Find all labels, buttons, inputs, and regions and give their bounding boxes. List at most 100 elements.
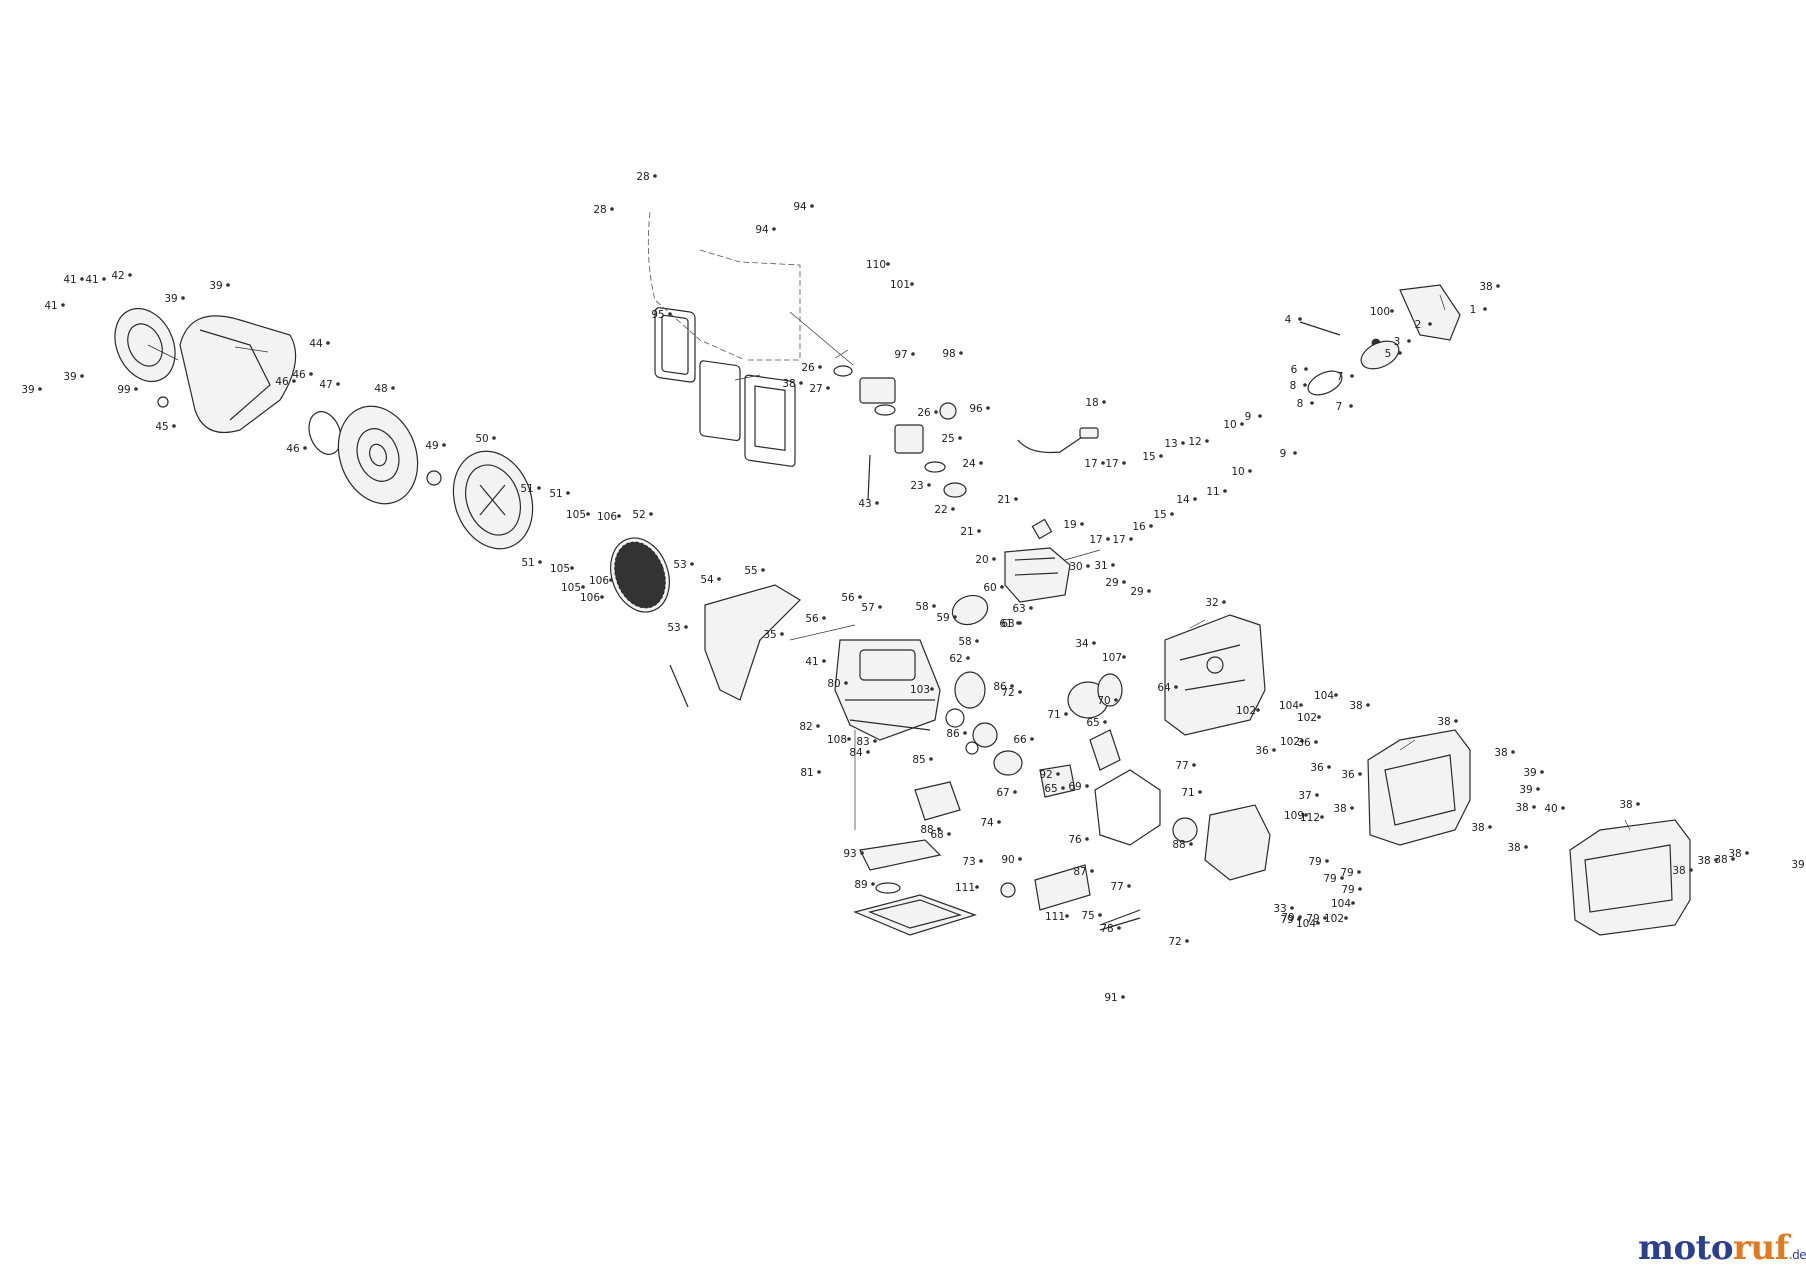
fastener-dot [581,585,585,589]
fastener-dot [1316,921,1320,925]
part-number-label: 65 [1086,717,1099,729]
part-number-label: 79 [1281,912,1294,924]
part-number-label: 69 [1068,781,1081,793]
part-number-label: 50 [475,433,488,445]
part-number-label: 51 [521,557,534,569]
part-number-label: 79 [1308,856,1321,868]
fastener-dot [1315,793,1319,797]
part-number-label: 38 [1479,281,1492,293]
fastener-dot [927,483,931,487]
fastener-dot [934,410,938,414]
fastener-dot [1174,685,1178,689]
part-number-label: 63 [1001,618,1014,630]
part-number-label: 38 [1507,842,1520,854]
fastener-dot [1065,914,1069,918]
part-number-label: 73 [962,856,975,868]
fastener-dot [1170,512,1174,516]
part-number-label: 90 [1001,854,1014,866]
fastener-dot [1018,621,1022,625]
fastener-dot [1303,383,1307,387]
part-number-label: 104 [1279,700,1299,712]
fastener-dot [1223,489,1227,493]
fastener-dot [1350,374,1354,378]
part-number-label: 41 [85,274,98,286]
part-number-label: 7 [1336,401,1343,413]
part-number-label: 100 [1370,306,1390,318]
part-number-label: 38 [1714,854,1727,866]
fastener-dot [1349,404,1353,408]
fastener-dot [1366,703,1370,707]
part-number-label: 11 [1206,486,1219,498]
part-number-label: 1 [1470,304,1477,316]
fastener-dot [1532,805,1536,809]
part-number-label: 77 [1175,760,1188,772]
part-number-label: 91 [1104,992,1117,1004]
part-number-label: 32 [1205,597,1218,609]
part-number-label: 27 [809,383,822,395]
part-number-label: 84 [849,747,863,759]
fastener-dot [442,443,446,447]
fastener-dot [538,560,542,564]
part-number-label: 103 [910,684,930,696]
fastener-dot [1454,719,1458,723]
part-number-label: 41 [63,274,76,286]
fastener-dot [492,436,496,440]
part-number-label: 39 [1791,859,1804,871]
part-number-label: 31 [1094,560,1107,572]
fastener-dot [1198,790,1202,794]
fastener-dot [617,514,621,518]
part-number-label: 96 [969,403,983,415]
part-number-label: 67 [996,787,1009,799]
fastener-dot [871,882,875,886]
part-number-label: 35 [763,629,776,641]
part-number-label: 79 [1306,913,1319,925]
part-number-label: 5 [1385,348,1392,360]
fastener-dot [959,351,963,355]
fastener-dot [1314,740,1318,744]
fastener-dot [1304,813,1308,817]
fastener-dot [1106,537,1110,541]
fastener-dot [1327,765,1331,769]
fastener-dot [653,174,657,178]
part-number-label: 36 [1255,745,1269,757]
part-number-label: 94 [793,201,807,213]
part-number-label: 38 [1437,716,1450,728]
fastener-dot [1357,870,1361,874]
part-number-label: 106 [580,592,600,604]
part-number-label: 48 [374,383,387,395]
part-number-label: 28 [593,204,606,216]
cylinder-head-assembly [951,427,1099,626]
fastener-dot [866,750,870,754]
fastener-dot [326,341,330,345]
part-number-label: 17 [1084,458,1097,470]
fastener-dot [610,207,614,211]
part-number-label: 25 [941,433,954,445]
part-number-label: 111 [1045,911,1065,923]
part-number-label: 21 [960,526,973,538]
fastener-dot [1297,917,1301,921]
fastener-dot [1240,422,1244,426]
part-number-label: 36 [1341,769,1355,781]
part-number-label: 12 [1188,436,1201,448]
part-number-label: 17 [1089,534,1102,546]
fastener-dot [1205,439,1209,443]
part-number-label: 105 [566,509,586,521]
fastener-dot [997,820,1001,824]
fastener-dot [292,379,296,383]
fastener-dot [1029,606,1033,610]
part-number-label: 34 [1075,638,1089,650]
fastener-dot [1018,690,1022,694]
fastener-dot [1524,845,1528,849]
part-number-label: 39 [63,371,76,383]
part-number-label: 51 [520,483,533,495]
fastener-dot [1010,684,1014,688]
fastener-dot [1320,815,1324,819]
part-number-label: 93 [843,848,856,860]
brand-logo: motoruf.de [1638,1228,1806,1268]
fastener-dot [1689,868,1693,872]
fastener-dot [1111,563,1115,567]
part-number-label: 57 [861,602,874,614]
fastener-dot [1540,770,1544,774]
fastener-dot [873,739,877,743]
fastener-dot [1013,790,1017,794]
